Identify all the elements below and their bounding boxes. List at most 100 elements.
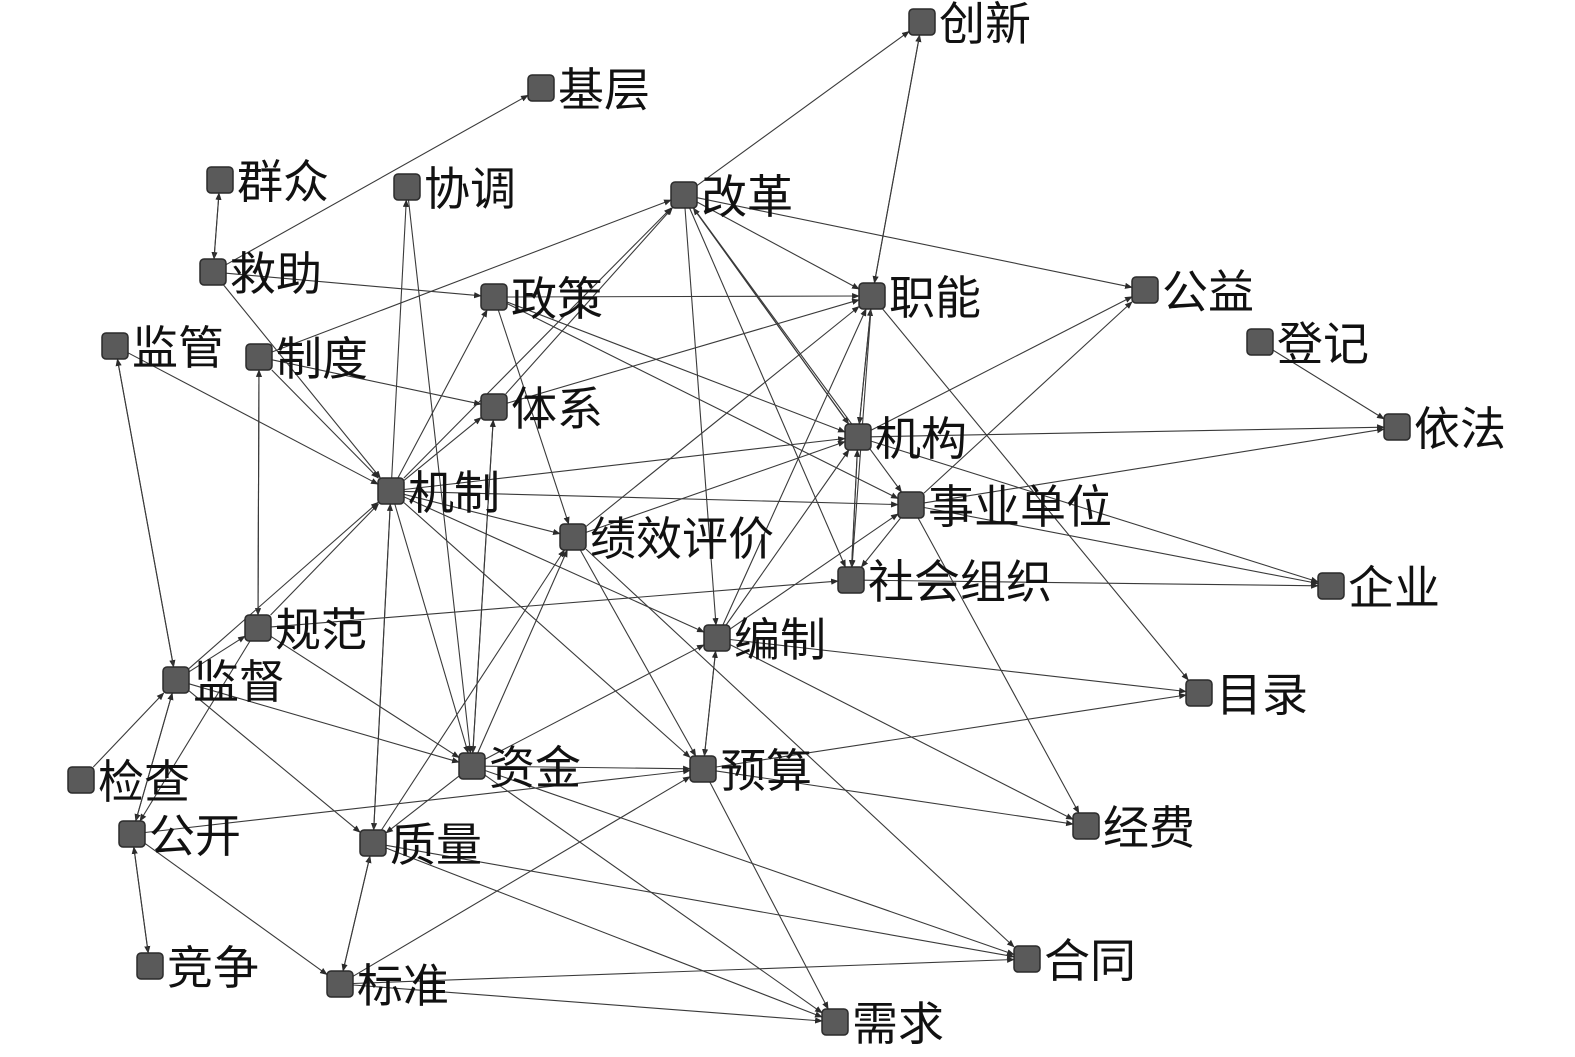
edge-layer <box>92 30 1385 1024</box>
edge-biaozhun-to-yusuan <box>352 776 691 977</box>
node-marker-jixiaopingjia <box>559 523 587 551</box>
node-marker-guifan <box>244 614 272 642</box>
node-jixiaopingjia: 绩效评价 <box>559 512 774 566</box>
edge-zhengce-to-shiyedanwei <box>506 303 899 499</box>
edge-shiyedanwei-to-jingfei <box>917 517 1080 814</box>
edge-zhiliang-to-jixiaopingjia <box>381 549 565 831</box>
node-zhineng: 职能 <box>858 271 981 325</box>
edge-gaige-to-chuangxin <box>696 30 910 187</box>
node-marker-gaige <box>670 181 698 209</box>
edge-jigou-to-yifa <box>870 424 1385 438</box>
edge-gongkai-to-biaozhun <box>144 842 328 976</box>
node-marker-qunzhong <box>206 166 234 194</box>
node-qunzhong: 群众 <box>206 155 329 209</box>
edge-jiandu-to-zhiliang <box>188 690 361 833</box>
node-marker-jingzheng <box>136 952 164 980</box>
node-zhengce: 政策 <box>480 272 603 326</box>
node-label-yifa: 依法 <box>1414 402 1506 456</box>
edge-bianzhi-to-jingfei <box>729 644 1074 820</box>
edge-bianzhi-to-mulu <box>729 638 1187 694</box>
node-marker-zhengce <box>480 283 508 311</box>
edge-jizhi-to-jixiaopingjia <box>403 493 561 535</box>
node-marker-chuangxin <box>908 8 936 36</box>
edge-jiandu-to-guifan <box>188 635 246 673</box>
node-label-chuangxin: 创新 <box>939 0 1031 51</box>
node-marker-zhineng <box>858 282 886 310</box>
edge-zhengce-to-jixiaopingjia <box>497 309 570 525</box>
node-guifan: 规范 <box>244 603 367 657</box>
node-jiancha: 检查 <box>67 755 190 809</box>
node-marker-gongkai <box>118 820 146 848</box>
node-label-jingfei: 经费 <box>1103 801 1195 855</box>
edge-jiuzhu-to-zhengce <box>225 272 482 299</box>
node-label-zhiliang: 质量 <box>390 818 482 872</box>
edge-jizhi-to-bianzhi <box>403 496 705 633</box>
node-jiandu: 监督 <box>162 655 285 709</box>
edge-zijin-to-xuqiu <box>484 774 823 1014</box>
edge-jizhi-to-zhengce <box>397 309 488 479</box>
node-marker-shiyedanwei <box>897 491 925 519</box>
node-marker-tixi <box>480 393 508 421</box>
edge-gaige-to-shehuizuzhi <box>689 207 846 568</box>
node-marker-jianguan <box>101 332 129 360</box>
edge-gaige-to-gongyi <box>696 197 1133 289</box>
node-marker-dengji <box>1246 328 1274 356</box>
node-label-guifan: 规范 <box>275 603 367 657</box>
node-label-shehuizuzhi: 社会组织 <box>868 555 1052 609</box>
node-yusuan: 预算 <box>689 744 812 798</box>
edge-zhiliang-to-xuqiu <box>385 847 823 1018</box>
edge-jiandu-to-zijin <box>188 683 460 764</box>
edge-bianzhi-to-zhineng <box>722 308 867 626</box>
edge-zhidu-to-tixi <box>271 359 482 406</box>
node-shiyedanwei: 事业单位 <box>897 480 1112 534</box>
edge-jixiaopingjia-to-yusuan <box>579 549 697 757</box>
edge-zijin-to-tixi <box>472 419 496 754</box>
edge-yusuan-to-jingfei <box>715 770 1074 827</box>
edge-guifan-to-gongkai <box>139 640 251 822</box>
edge-chuangxin-to-zhineng <box>872 34 921 284</box>
node-label-jiandu: 监督 <box>193 655 285 709</box>
node-marker-jiceng <box>527 74 555 102</box>
node-marker-yifa <box>1383 413 1411 441</box>
node-label-yusuan: 预算 <box>720 744 812 798</box>
edge-jizhi-to-shiyedanwei <box>403 490 899 508</box>
edge-tixi-to-zhineng <box>506 298 860 404</box>
node-marker-jiuzhu <box>199 258 227 286</box>
edge-gaige-to-zhineng <box>696 201 860 290</box>
edge-guifan-to-zhidu <box>255 369 263 616</box>
edge-zijin-to-bianzhi <box>484 644 705 760</box>
edge-shiyedanwei-to-qiye <box>923 506 1319 586</box>
node-label-jiuzhu: 救助 <box>230 247 322 301</box>
edge-shehuizuzhi-to-qiye <box>863 579 1319 589</box>
node-marker-mulu <box>1185 679 1213 707</box>
node-marker-yusuan <box>689 755 717 783</box>
node-marker-jizhi <box>377 477 405 505</box>
node-label-jingzheng: 竞争 <box>167 941 259 995</box>
node-jiuzhu: 救助 <box>199 247 322 301</box>
node-zhidu: 制度 <box>245 332 368 386</box>
edge-gaige-to-bianzhi <box>684 207 719 626</box>
node-jingzheng: 竞争 <box>136 941 259 995</box>
edge-zhidu-to-gaige <box>271 199 672 353</box>
node-marker-gongyi <box>1131 276 1159 304</box>
edge-yusuan-to-xuqiu <box>709 781 829 1010</box>
edge-jizhi-to-tixi <box>403 417 482 481</box>
edge-zhiliang-to-biaozhun <box>341 855 371 972</box>
node-label-zijin: 资金 <box>489 741 581 795</box>
node-label-gongkai: 公开 <box>149 809 241 863</box>
edge-jizhi-to-gaige <box>403 207 672 479</box>
node-shehuizuzhi: 社会组织 <box>837 555 1052 609</box>
node-marker-hetong <box>1013 945 1041 973</box>
edge-biaozhun-to-hetong <box>352 956 1015 985</box>
edge-jingzheng-to-gongkai <box>131 846 149 954</box>
node-jigou: 机构 <box>844 412 967 466</box>
edge-guifan-to-zijin <box>270 635 460 759</box>
edge-shehuizuzhi-to-jigou <box>851 449 861 568</box>
node-marker-xuqiu <box>821 1008 849 1036</box>
node-dengji: 登记 <box>1246 317 1369 371</box>
edge-xietiao-to-zijin <box>407 199 473 754</box>
node-marker-jigou <box>844 423 872 451</box>
edge-jianguan-to-jizhi <box>127 352 379 485</box>
edge-dengji-to-yifa <box>1272 349 1385 420</box>
